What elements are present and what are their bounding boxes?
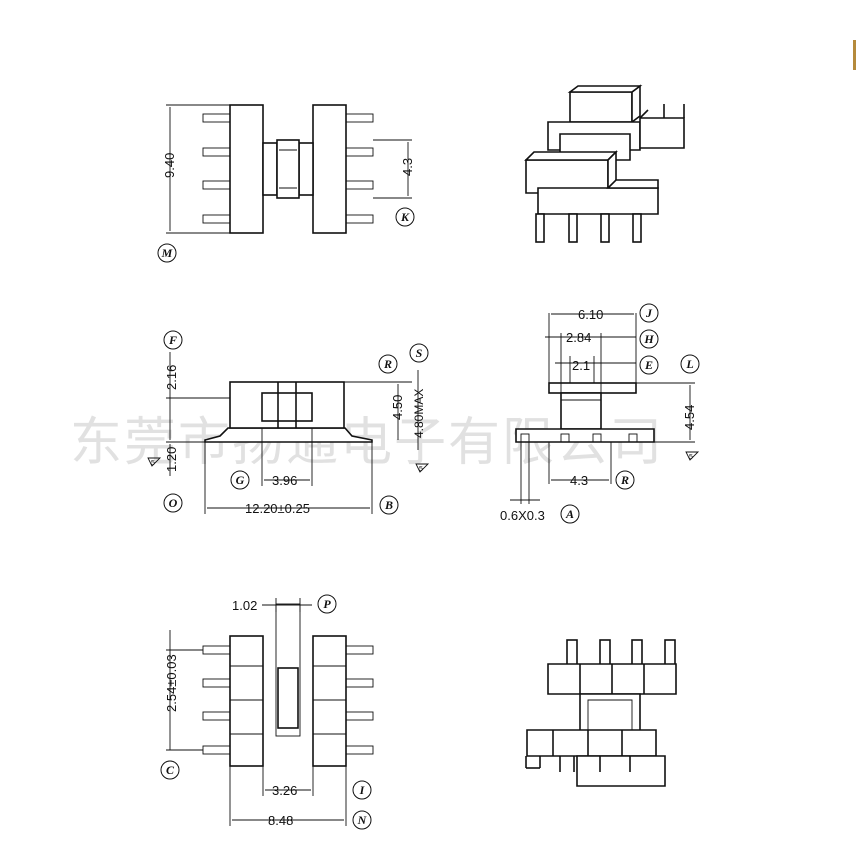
dim-outer-span: 8.48: [268, 813, 293, 828]
dim-inner-span: 3.26: [272, 783, 297, 798]
dim-height: 4.54: [682, 405, 697, 430]
tolerance-flag-icon: [147, 457, 162, 467]
callout-b: B: [384, 498, 393, 512]
flag-left-label: 5: [151, 460, 155, 467]
callout-e: E: [644, 358, 653, 372]
dim-bottom-height: 1.20: [164, 447, 179, 472]
dim-pin-group: 4.3: [400, 158, 415, 176]
dim-pitch: 2.54±0.03: [164, 654, 179, 712]
dim-inner-width: 3.96: [272, 473, 297, 488]
callout-g: G: [236, 473, 245, 487]
flag-right-label: 5: [419, 466, 423, 473]
dim-top-height: 2.16: [164, 365, 179, 390]
tolerance-flag-icon: [685, 451, 700, 461]
callout-a: A: [565, 507, 574, 521]
dim-pin-span: 4.3: [570, 473, 588, 488]
bobbin-3d-top-icon: [524, 84, 685, 243]
callout-o: O: [169, 496, 178, 510]
front-view: 2.16 1.20 F O 5 3.96 G 12.20±0.25 B 4.50…: [147, 330, 430, 516]
callout-n: N: [357, 813, 368, 827]
callout-p: P: [323, 597, 331, 611]
callout-s: S: [416, 346, 423, 360]
dim-width-b: 2.84: [566, 330, 591, 345]
dim-max-height: 4.80MAX: [412, 389, 426, 438]
dim-slot-width: 1.02: [232, 598, 257, 613]
edge-marker: [853, 40, 856, 70]
dim-pin-size: 0.6X0.3: [500, 508, 545, 523]
tolerance-flag-icon: [415, 463, 430, 473]
bobbin-3d-bottom-icon: [525, 639, 677, 787]
dim-width-c: 2.1: [572, 358, 590, 373]
dim-body-height: 4.50: [390, 395, 405, 420]
dim-overall-width: 12.20±0.25: [245, 501, 310, 516]
callout-f: F: [168, 333, 177, 347]
top-view: 9.40 4.3 M K: [157, 104, 415, 263]
callout-j: J: [645, 306, 653, 320]
callout-l: L: [685, 357, 693, 371]
callout-m: M: [161, 246, 173, 260]
flag-side-label: 5: [689, 454, 693, 461]
callout-h: H: [643, 332, 654, 346]
callout-c: C: [166, 763, 175, 777]
callout-i: I: [359, 783, 366, 797]
callout-k: K: [400, 210, 410, 224]
dim-total-height: 9.40: [162, 153, 177, 178]
callout-r-front: R: [383, 357, 392, 371]
side-view: 0.6X0.3 A 6.10 J 2.84 H 2.1 E 4.54 L 5 4…: [500, 303, 700, 524]
bottom-view: 1.02 P 2.54±0.03 C 3.26 I 8.48 N: [160, 594, 374, 830]
dim-width-a: 6.10: [578, 307, 603, 322]
callout-r-side: R: [620, 473, 629, 487]
